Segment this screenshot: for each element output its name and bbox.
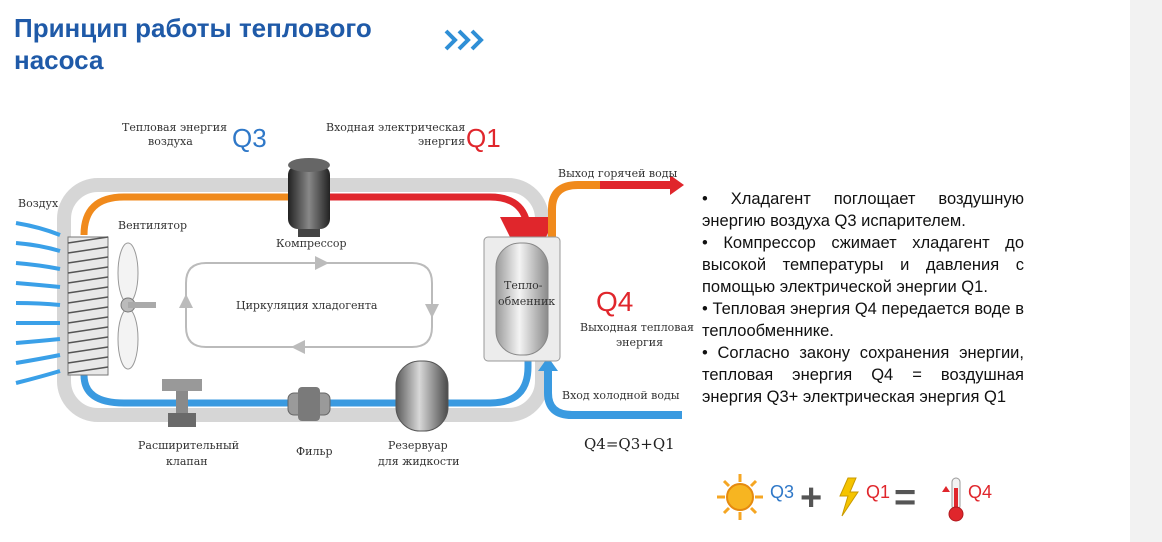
hot-water-out-label: Выход горячей воды (558, 167, 677, 180)
hot-pipe-top (330, 193, 556, 273)
hot-out-arrow-icon (670, 175, 684, 195)
expansion-valve-icon (162, 379, 202, 427)
eq-q3: Q3 (770, 482, 794, 502)
filter-label: Фильр (296, 445, 332, 458)
hot-water-outlet (548, 181, 672, 237)
page-title: Принцип работы теплового насоса (14, 13, 372, 75)
q4-label-line2: энергия (616, 336, 663, 349)
compressor-icon (288, 158, 330, 237)
circulation-label: Циркуляция хладогента (236, 299, 378, 312)
q4-label-line1: Выходная тепловая (580, 321, 694, 334)
eq-plus: + (800, 477, 822, 519)
heat-exchanger-tank (483, 236, 561, 362)
valve-label-line1: Расширительный (138, 439, 239, 452)
thermometer-icon (942, 477, 964, 522)
eq-q4: Q4 (968, 482, 992, 502)
bullet-item: • Согласно закону сохранения энергии, те… (702, 344, 1024, 406)
valve-label-line2: клапан (166, 455, 208, 468)
energy-equation: Q3 + Q1 = Q4 (717, 474, 992, 522)
circulation-loop (179, 256, 439, 354)
cold-in-arrow-icon (538, 357, 558, 371)
q3-label-line2: воздуха (148, 135, 193, 148)
sun-icon (717, 474, 763, 520)
warm-pipe-top (80, 193, 290, 236)
lightning-icon (839, 477, 859, 517)
q1-symbol: Q1 (466, 123, 501, 153)
eq-equals: = (894, 477, 916, 519)
reservoir-label-line1: Резервуар (388, 439, 448, 452)
formula: Q4=Q3+Q1 (584, 435, 675, 453)
bullet-item: • Компрессор сжимает хладагент до высоко… (702, 234, 1024, 296)
exchanger-label-line1: Тепло- (504, 279, 543, 292)
cold-pipe-bottom (80, 355, 532, 407)
evaporator-coil (67, 236, 109, 376)
q1-label-line2: энергия (418, 135, 465, 148)
bullet-item: • Тепловая энергия Q4 передается воде в … (702, 300, 1024, 340)
fan-label: Вентилятор (118, 219, 187, 232)
description-bullets: • Хладагент поглощает воздушную энергию … (702, 188, 1024, 408)
cold-water-inlet (544, 367, 682, 419)
reservoir-label-line2: для жидкости (378, 455, 460, 468)
q3-label-line1: Тепловая энергия (122, 121, 227, 134)
cold-water-in-label: Вход холодной воды (562, 389, 680, 402)
air-label: Воздух (18, 197, 59, 210)
q1-label-line1: Входная электрическая (326, 121, 465, 134)
compressor-label: Компрессор (276, 237, 347, 250)
heat-pump-diagram: Тепловая энергия воздуха Q3 Входная элек… (15, 121, 694, 468)
liquid-reservoir-icon (395, 360, 449, 432)
right-edge-strip (1130, 0, 1162, 542)
fan-icon (117, 242, 156, 370)
chevrons-icon (444, 29, 484, 51)
bullet-item: • Хладагент поглощает воздушную энергию … (702, 190, 1024, 230)
air-flow-arrows (15, 221, 61, 385)
q3-symbol: Q3 (232, 123, 267, 153)
filter-icon (287, 387, 331, 421)
exchanger-label-line2: обменник (498, 295, 555, 308)
eq-q1: Q1 (866, 482, 890, 502)
q4-symbol: Q4 (596, 286, 633, 317)
